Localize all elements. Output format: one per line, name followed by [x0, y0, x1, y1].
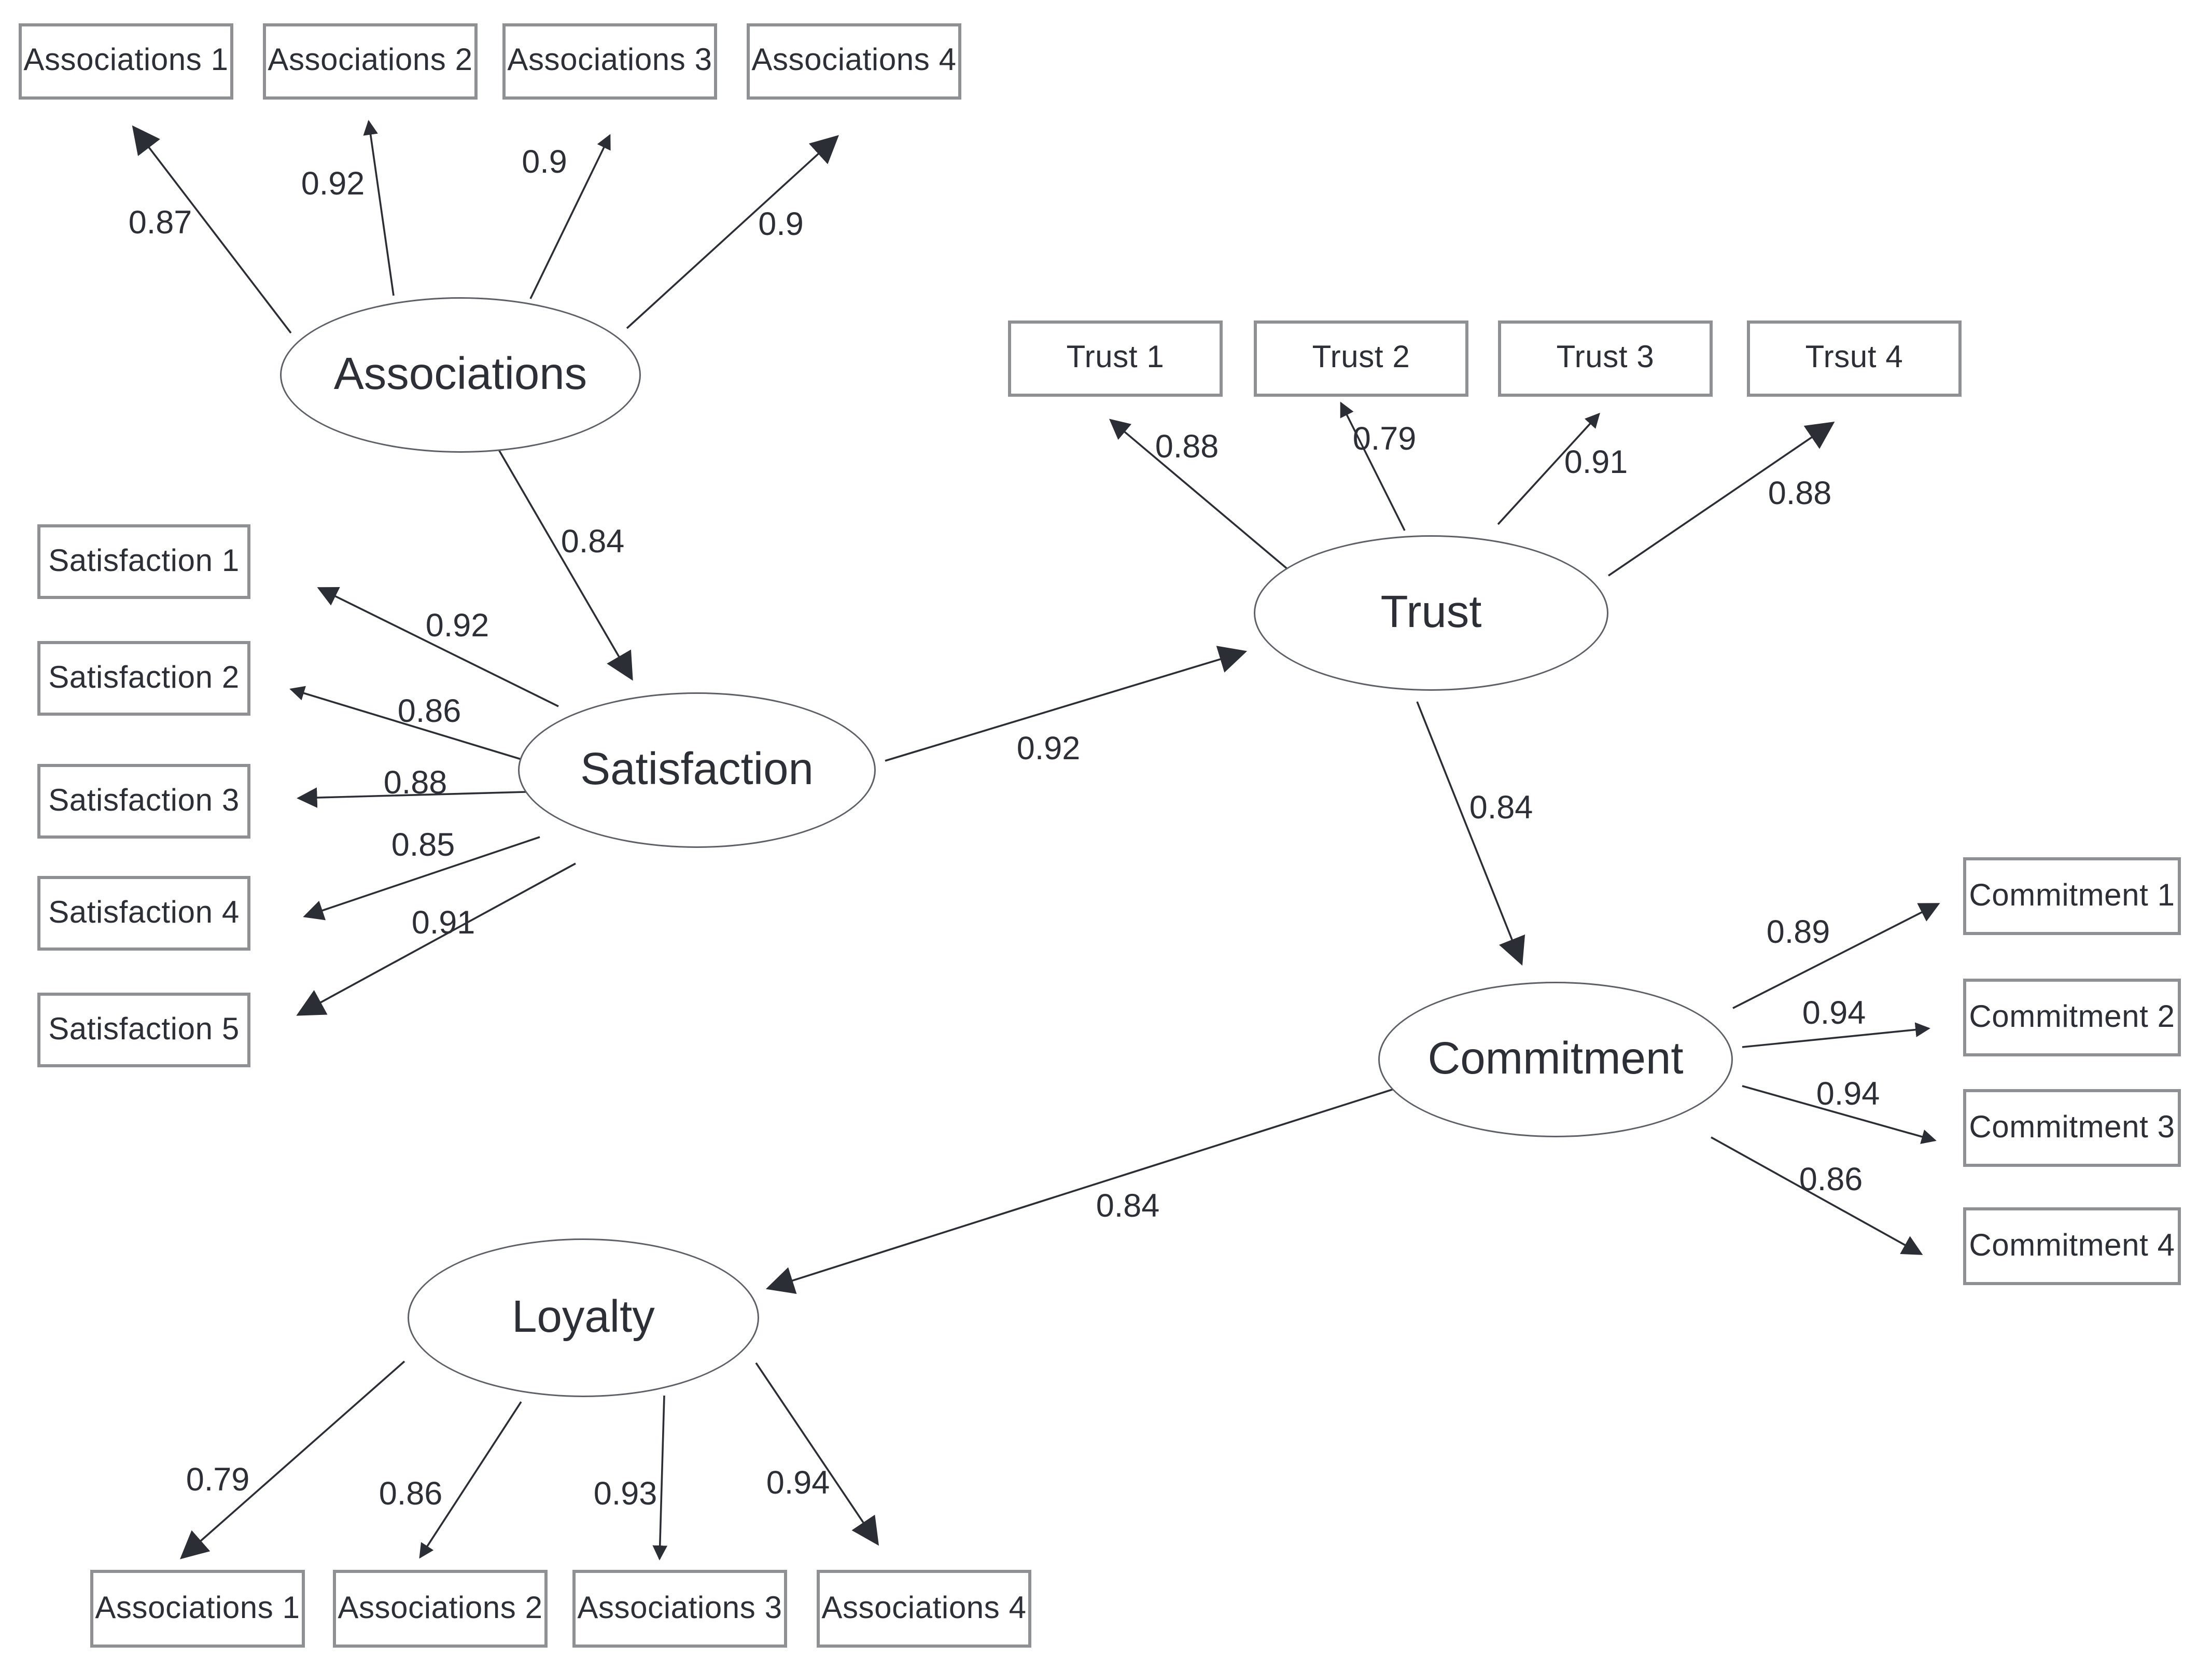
edge-loyalty-ind4: [755, 1362, 879, 1546]
latent-commitment: Commitment: [1378, 982, 1733, 1137]
loading-commitment-2: 0.94: [1802, 996, 1866, 1032]
edge-satisfaction-ind1: [317, 587, 559, 707]
indicator-satisfaction-4: Satisfaction 4: [37, 876, 250, 951]
latent-trust: Trust: [1254, 535, 1608, 691]
edge-trust-ind3: [1497, 412, 1600, 525]
loading-associations-3: 0.9: [522, 145, 567, 180]
indicator-commitment-2: Commitment 2: [1963, 979, 2181, 1056]
loading-satisfaction-2: 0.86: [397, 694, 461, 730]
edge-associations-satisfaction: [497, 448, 633, 681]
indicator-trust-4: Trsut 4: [1747, 321, 1962, 397]
edge-trust-ind1: [1109, 419, 1289, 570]
edge-loyalty-ind2: [419, 1401, 522, 1559]
loading-satisfaction-5: 0.91: [411, 905, 475, 941]
loading-trust-4: 0.88: [1768, 476, 1832, 512]
indicator-associations-3: Associations 3: [502, 23, 717, 100]
loading-loyalty-1: 0.79: [186, 1462, 250, 1498]
path-coef-trust-commitment: 0.84: [1469, 790, 1533, 826]
path-coef-satisfaction-trust: 0.92: [1016, 731, 1081, 767]
loading-associations-4: 0.9: [758, 207, 804, 243]
loading-loyalty-2: 0.86: [379, 1476, 443, 1512]
path-coef-commitment-loyalty: 0.84: [1096, 1189, 1160, 1224]
loading-satisfaction-4: 0.85: [391, 828, 455, 863]
loading-loyalty-3: 0.93: [593, 1476, 657, 1512]
edge-associations-ind4: [626, 135, 839, 329]
loading-satisfaction-1: 0.92: [425, 608, 489, 644]
edge-loyalty-ind1: [179, 1360, 405, 1559]
edge-associations-ind1: [132, 125, 292, 334]
edge-satisfaction-trust: [885, 646, 1248, 762]
indicator-trust-3: Trust 3: [1498, 321, 1713, 397]
latent-associations: Associations: [280, 297, 641, 453]
indicator-loyalty-2: Associations 2: [333, 1570, 548, 1648]
edge-commitment-ind4: [1711, 1136, 1923, 1255]
loading-satisfaction-3: 0.88: [383, 765, 447, 801]
edge-satisfaction-ind5: [296, 862, 576, 1016]
indicator-trust-1: Trust 1: [1008, 321, 1223, 397]
edge-associations-ind3: [529, 134, 611, 299]
indicator-loyalty-4: Associations 4: [817, 1570, 1031, 1648]
indicator-commitment-3: Commitment 3: [1963, 1089, 2181, 1167]
indicator-trust-2: Trust 2: [1254, 321, 1468, 397]
edge-commitment-ind3: [1742, 1085, 1937, 1144]
indicator-satisfaction-5: Satisfaction 5: [37, 993, 250, 1067]
loading-loyalty-4: 0.94: [766, 1466, 830, 1501]
edge-trust-ind4: [1607, 421, 1835, 577]
indicator-loyalty-1: Associations 1: [90, 1570, 305, 1648]
indicator-commitment-1: Commitment 1: [1963, 857, 2181, 935]
edge-satisfaction-ind2: [289, 686, 522, 760]
indicator-commitment-4: Commitment 4: [1963, 1207, 2181, 1285]
indicator-satisfaction-3: Satisfaction 3: [37, 764, 250, 839]
latent-loyalty: Loyalty: [408, 1238, 759, 1397]
loading-trust-3: 0.91: [1564, 445, 1628, 481]
edge-commitment-loyalty: [765, 1088, 1394, 1294]
loading-commitment-4: 0.86: [1799, 1162, 1863, 1198]
loading-commitment-1: 0.89: [1766, 915, 1830, 951]
loading-trust-1: 0.88: [1155, 429, 1219, 465]
edge-associations-ind2: [363, 120, 395, 296]
path-coef-associations-satisfaction: 0.84: [561, 524, 625, 560]
edge-satisfaction-ind4: [303, 836, 540, 921]
loading-associations-2: 0.92: [301, 166, 365, 202]
loading-associations-1: 0.87: [128, 205, 192, 241]
edge-loyalty-ind3: [652, 1395, 668, 1560]
indicator-associations-2: Associations 2: [263, 23, 478, 100]
edge-satisfaction-ind3: [297, 787, 526, 808]
indicator-satisfaction-1: Satisfaction 1: [37, 524, 250, 599]
indicator-associations-1: Associations 1: [19, 23, 233, 100]
indicator-associations-4: Associations 4: [747, 23, 961, 100]
edge-trust-ind2: [1340, 401, 1406, 531]
loading-commitment-3: 0.94: [1816, 1077, 1880, 1112]
edge-commitment-ind1: [1732, 903, 1940, 1009]
latent-satisfaction: Satisfaction: [518, 692, 876, 848]
indicator-satisfaction-2: Satisfaction 2: [37, 641, 250, 716]
edge-trust-commitment: [1416, 701, 1525, 966]
indicator-loyalty-3: Associations 3: [572, 1570, 787, 1648]
loading-trust-2: 0.79: [1352, 422, 1417, 457]
edge-commitment-ind2: [1742, 1022, 1930, 1048]
